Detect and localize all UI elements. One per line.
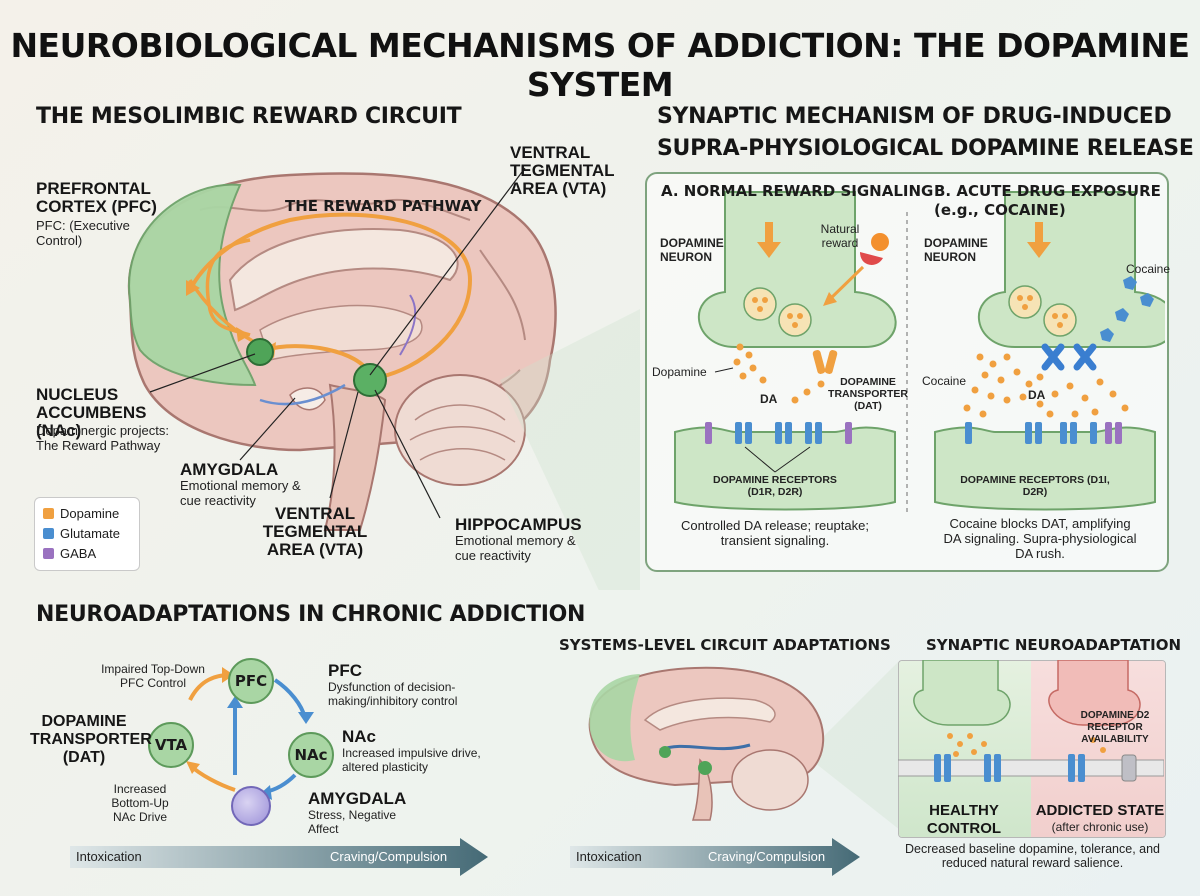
panel-b-title: B. ACUTE DRUG EXPOSURE xyxy=(934,182,1161,200)
amygdala-adapt-desc: Stress, Negative Affect xyxy=(308,808,397,836)
arrow-left-start: Intoxication xyxy=(76,849,142,864)
addicted-sub: (after chronic use) xyxy=(1051,820,1149,834)
vta-top-label: VENTRAL TEGMENTAL AREA (VTA) xyxy=(510,143,615,198)
panel-a-reward-label: Natural reward xyxy=(820,222,860,250)
neuroadaptations-heading: NEUROADAPTATIONS IN CHRONIC ADDICTION xyxy=(36,602,586,627)
nac-adapt-desc: Increased impulsive drive, altered plast… xyxy=(342,746,481,774)
healthy-label: HEALTHY CONTROL xyxy=(926,802,1002,837)
pfc-adapt-title: PFC xyxy=(328,661,362,680)
legend: Dopamine Glutamate GABA xyxy=(34,497,140,571)
systems-arrow-start: Intoxication xyxy=(576,849,642,864)
synaptic-heading-line2: SUPRA-PHYSIOLOGICAL DOPAMINE RELEASE xyxy=(657,136,1194,161)
legend-item-glutamate: Glutamate xyxy=(43,526,120,541)
panel-a-title: A. NORMAL REWARD SIGNALING xyxy=(661,182,934,200)
systems-heading: SYSTEMS-LEVEL CIRCUIT ADAPTATIONS xyxy=(559,636,891,654)
reward-pathway-label: THE REWARD PATHWAY xyxy=(285,197,482,215)
pfc-label: PREFRONTAL CORTEX (PFC) xyxy=(36,179,157,216)
vta-bottom-label: VENTRAL TEGMENTAL AREA (VTA) xyxy=(262,504,368,559)
dat-label: DOPAMINE TRANSPORTER (DAT) xyxy=(30,713,152,766)
panel-b-neuron-label: DOPAMINE NEURON xyxy=(924,236,988,264)
legend-item-dopamine: Dopamine xyxy=(43,506,119,521)
hippocampus-label: HIPPOCAMPUS xyxy=(455,515,582,534)
panel-a-dopamine-label: Dopamine xyxy=(652,365,707,379)
cycle-node-amygdala xyxy=(231,786,271,826)
panel-a-neuron-label: DOPAMINE NEURON xyxy=(660,236,724,264)
panel-b-da-label: DA xyxy=(1028,388,1046,402)
panel-a-caption: Controlled DA release; reuptake; transie… xyxy=(681,518,869,548)
panel-b-cocaine-left-label: Cocaine xyxy=(922,374,967,388)
panel-b-subtitle: (e.g., COCAINE) xyxy=(934,201,1066,219)
top-down-label: Impaired Top-Down PFC Control xyxy=(101,662,205,690)
panel-b-caption: Cocaine blocks DAT, amplifying DA signal… xyxy=(943,516,1137,561)
nac-adapt-title: NAc xyxy=(342,727,377,746)
cycle-diagram xyxy=(186,667,314,800)
amygdala-desc: Emotional memory & cue reactivity xyxy=(180,478,301,508)
bottom-up-label: Increased Bottom-Up NAc Drive xyxy=(111,782,169,824)
progression-arrow-right xyxy=(570,838,860,876)
vta-node xyxy=(353,363,387,397)
nac-label: NUCLEUS ACCUMBENS (NAc) xyxy=(36,385,147,440)
brain-illustration xyxy=(127,167,640,590)
page-title: NEUROBIOLOGICAL MECHANISMS OF ADDICTION:… xyxy=(10,26,1190,104)
synaptic-adapt-heading: SYNAPTIC NEUROADAPTATION xyxy=(926,636,1182,654)
amygdala-label: AMYGDALA xyxy=(180,460,279,479)
synapse-illustration xyxy=(674,191,1165,512)
panel-a-transporter-label: DOPAMINE TRANSPORTER (DAT) xyxy=(828,376,908,412)
nac-desc: Dopaminergic projects: The Reward Pathwa… xyxy=(36,423,169,453)
circuit-heading: THE MESOLIMBIC REWARD CIRCUIT xyxy=(36,104,462,129)
pfc-desc: PFC: (Executive Control) xyxy=(36,218,130,248)
systems-brain xyxy=(588,660,900,830)
amygdala-adapt-title: AMYGDALA xyxy=(308,789,407,808)
synaptic-adapt-illustration xyxy=(898,660,1164,782)
panel-b-receptors-label: DOPAMINE RECEPTORS (D1I, D2R) xyxy=(960,474,1110,498)
d2-label: DOPAMINE D2 RECEPTOR AVAILABILITY xyxy=(1080,710,1150,745)
cycle-node-vta: VTA xyxy=(148,722,194,768)
panel-a-da-label: DA xyxy=(760,392,778,406)
panel-b-cocaine-top-label: Cocaine xyxy=(1126,262,1171,276)
synaptic-heading-line1: SYNAPTIC MECHANISM OF DRUG-INDUCED xyxy=(657,104,1172,129)
cycle-node-nac: NAc xyxy=(288,732,334,778)
cycle-node-pfc: PFC xyxy=(228,658,274,704)
legend-item-gaba: GABA xyxy=(43,546,96,561)
progression-arrow-left xyxy=(70,838,488,876)
arrow-left-end: Craving/Compulsion xyxy=(330,849,448,864)
systems-arrow-end: Craving/Compulsion xyxy=(708,849,826,864)
nac-node xyxy=(246,338,274,366)
pfc-adapt-desc: Dysfunction of decision-making/inhibitor… xyxy=(328,680,458,708)
hippocampus-desc: Emotional memory & cue reactivity xyxy=(455,533,576,563)
synaptic-adapt-caption: Decreased baseline dopamine, tolerance, … xyxy=(904,842,1161,870)
addicted-label: ADDICTED STATE xyxy=(1035,802,1165,819)
panel-a-receptors-label: DOPAMINE RECEPTORS (D1R, D2R) xyxy=(713,474,837,498)
